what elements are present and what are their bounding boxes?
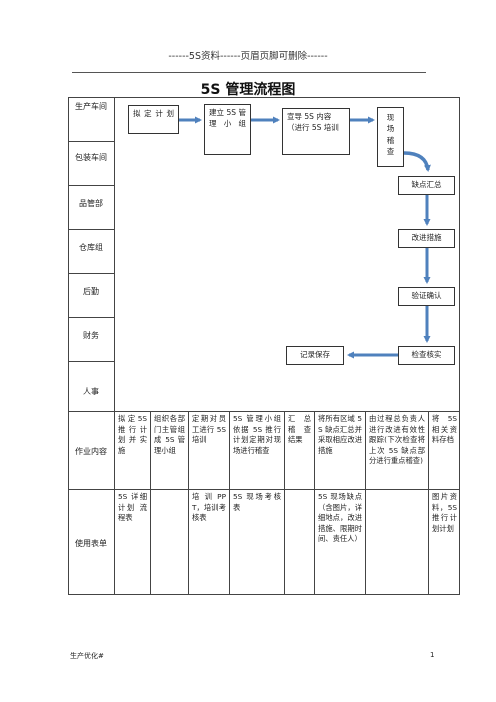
content-cell: 汇 总 稽 查 结果 <box>288 414 311 445</box>
column-divider <box>365 411 366 595</box>
dept-divider <box>68 141 114 142</box>
form-cell: 5S 详细 计划 流程表 <box>118 492 147 523</box>
header-rule <box>72 72 426 73</box>
dept-label: 生产车间 <box>75 102 107 111</box>
column-divider <box>428 411 429 595</box>
flow-box-record: 记录保存 <box>286 346 344 365</box>
flow-box-plan: 拟 定 计 划 <box>128 105 179 134</box>
document-title: 5S 管理流程图 <box>200 82 296 98</box>
column-divider <box>229 411 230 595</box>
form-cell: 培 训 PPT，培训考核表 <box>192 492 226 523</box>
form-cell <box>285 490 314 494</box>
content-cell: 将 5S 相关资料存档 <box>432 414 457 445</box>
flowchart-table <box>68 97 460 595</box>
form-cell: 图片资料，5S 推行计划计划 <box>432 492 457 533</box>
flow-box-verify: 验证确认 <box>398 287 455 306</box>
dept-column-divider <box>114 97 115 595</box>
dept-label: 财务 <box>83 331 99 340</box>
form-cell: 5S 现场考核表 <box>233 492 281 512</box>
content-cell: 将所有区域 5S 缺点汇总并采取相应改进措施 <box>318 414 362 455</box>
page-number: 1 <box>430 651 435 659</box>
dept-label: 人事 <box>83 387 99 396</box>
dept-label: 后勤 <box>83 287 99 296</box>
column-divider <box>314 411 315 595</box>
dept-label: 包装车间 <box>75 153 107 162</box>
row-divider-forms <box>68 489 460 490</box>
dept-label: 品管部 <box>79 199 103 208</box>
dept-divider <box>68 185 114 186</box>
flow-box-summary: 缺点汇总 <box>398 176 455 195</box>
flow-box-team: 建立 5S 管 理 小 组 <box>204 104 251 155</box>
row-label-content: 作业内容 <box>75 447 107 456</box>
dept-label: 仓库组 <box>79 243 103 252</box>
column-divider <box>284 411 285 595</box>
content-cell: 拟 定 5S 推 行 计 划 并 实施 <box>118 414 147 455</box>
row-divider-content <box>68 411 460 412</box>
form-cell <box>366 490 428 494</box>
content-cell: 组织各部门主管组成 5S 管理小组 <box>154 414 185 455</box>
form-cell: 5S 现场缺点（含图片，详细地点，改进措施、限期时间、责任人） <box>318 492 362 544</box>
flow-box-inspect: 现场稽查 <box>377 107 404 167</box>
page-header: ------5S资料------页眉页脚可删除------ <box>168 51 328 62</box>
footer-left-text: 生产优化# <box>70 652 104 660</box>
dept-divider <box>68 273 114 274</box>
dept-divider <box>68 361 114 362</box>
form-cell <box>151 490 188 494</box>
flow-box-check: 检查核实 <box>398 346 455 365</box>
row-label-forms: 使用表单 <box>75 539 107 548</box>
flow-box-promote: 宣导 5S 内容（进行 5S 培训 <box>282 108 350 155</box>
dept-divider <box>68 317 114 318</box>
column-divider <box>150 411 151 595</box>
flow-box-improve: 改进措施 <box>398 229 455 248</box>
content-cell: 由过程总负责人进行改进有效性跟踪(下次检查将上次 5S 缺点部分进行重点稽查) <box>369 414 425 466</box>
content-cell: 5S 管理小组依据 5S 推行计划定期对现场进行稽查 <box>233 414 281 455</box>
dept-divider <box>68 229 114 230</box>
content-cell: 定期对员工进行 5S 培训 <box>192 414 226 445</box>
column-divider <box>188 411 189 595</box>
